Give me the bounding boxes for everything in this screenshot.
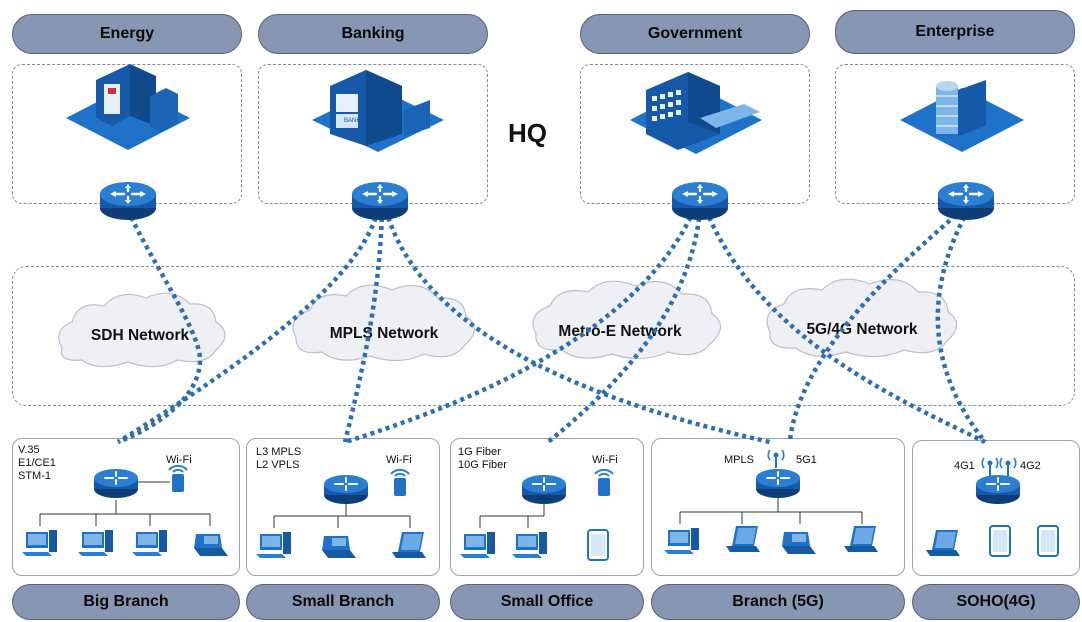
sector-banking: Banking: [258, 14, 488, 54]
soho-tag-4g2: 4G2: [1020, 460, 1041, 472]
network-area: [12, 266, 1075, 406]
hq-label: HQ: [508, 118, 547, 148]
branch-box-soho: [912, 440, 1080, 576]
branch-5g-tag-mpls: MPLS: [724, 454, 754, 466]
branch-box-branch-5g: [651, 438, 905, 576]
branch-label-branch-5g: Branch (5G): [651, 584, 905, 620]
branch-label-small-branch: Small Branch: [246, 584, 440, 620]
soho-tag-4g1: 4G1: [954, 460, 975, 472]
sector-energy: Energy: [12, 14, 242, 54]
sector-enterprise: Enterprise: [835, 10, 1075, 54]
branch-5g-tag-5g1: 5G1: [796, 454, 817, 466]
branch-label-soho: SOHO(4G): [912, 584, 1080, 620]
sector-government: Government: [580, 14, 810, 54]
branch-label-small-office: Small Office: [450, 584, 644, 620]
small-office-wifi-label: Wi-Fi: [592, 454, 618, 466]
hq-box-banking: [258, 64, 488, 204]
hq-box-government: [580, 64, 810, 204]
branch-label-big-branch: Big Branch: [12, 584, 240, 620]
small-branch-wifi-label: Wi-Fi: [386, 454, 412, 466]
hq-box-energy: [12, 64, 242, 204]
big-branch-wifi-label: Wi-Fi: [166, 454, 192, 466]
hq-box-enterprise: [835, 64, 1075, 204]
